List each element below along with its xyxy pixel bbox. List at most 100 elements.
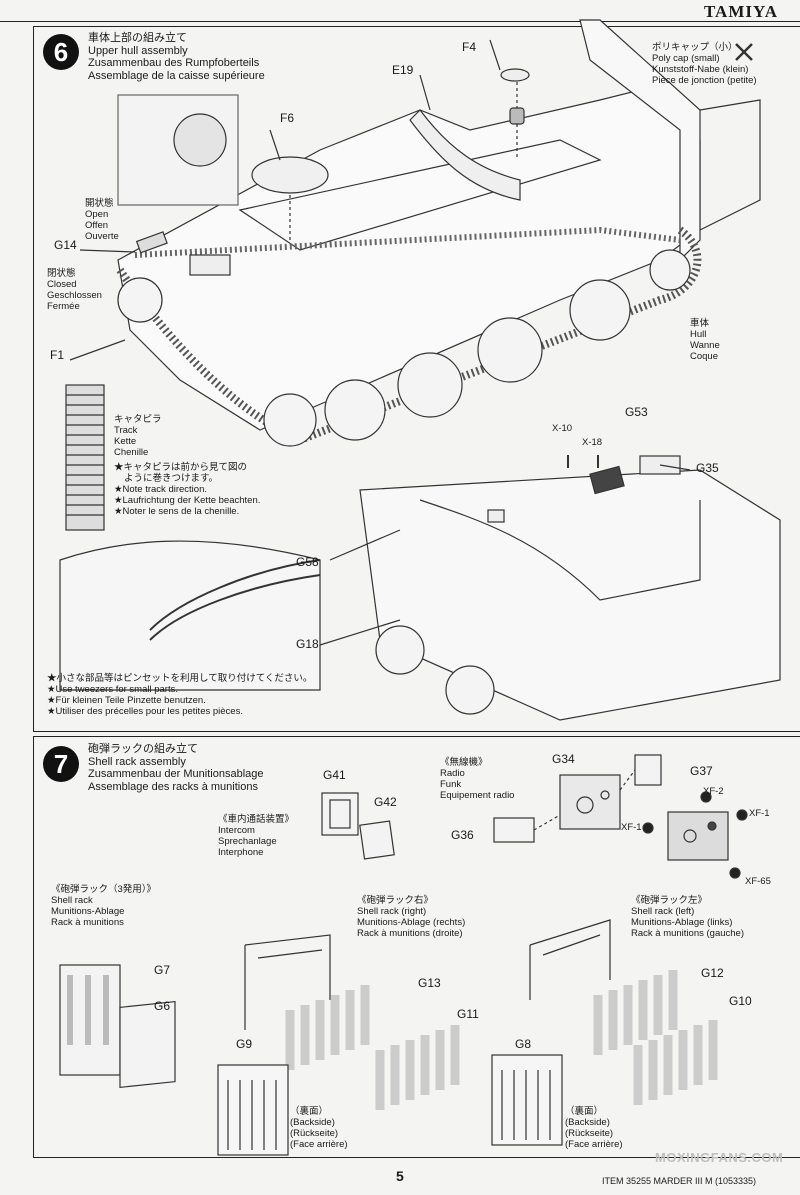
part-label-x18: X-18 — [582, 437, 603, 448]
step-7-number: 7 — [43, 746, 79, 782]
part-label-g42: G42 — [374, 795, 397, 809]
track-fr: Chenille — [114, 447, 149, 458]
part-label-g35: G35 — [696, 461, 719, 475]
closed-en: Closed — [47, 279, 77, 290]
part-label-g58: G58 — [296, 555, 319, 569]
road-wheel — [324, 379, 386, 441]
tweezer-note-fr: ★Utiliser des précelles pour les petites… — [47, 706, 243, 717]
step-6-title-en: Upper hull assembly — [88, 44, 188, 57]
header-rule — [0, 21, 800, 22]
backside-caption-left: （裏面） (Backside) (Rückseite) (Face arrièr… — [565, 1106, 623, 1150]
intercom-caption: 《車内通話装置》 Intercom Sprechanlage Interphon… — [218, 814, 294, 858]
closed-de: Geschlossen — [47, 290, 102, 301]
step-7-title-jp: 砲弾ラックの組み立て — [88, 743, 198, 755]
radio-caption: 《無線機》 Radio Funk Equipement radio — [440, 757, 514, 801]
rack3-en: Shell rack — [51, 895, 93, 906]
step-7-title: 砲弾ラックの組み立て Shell rack assembly Zusammenb… — [88, 743, 264, 793]
rack3-jp: 《砲弾ラック（3発用）》 — [51, 884, 157, 895]
backside-de: (Rückseite) — [565, 1128, 614, 1139]
rack-right-jp: 《砲弾ラック右》 — [357, 895, 434, 906]
paint-label-xf1-left: XF-1 — [621, 822, 642, 833]
tweezer-note-de: ★Für kleinen Teile Pinzette benutzen. — [47, 695, 206, 706]
intercom-de: Sprechanlage — [218, 836, 277, 847]
hull-jp: 車体 — [690, 318, 710, 329]
rack-right-de: Munitions-Ablage (rechts) — [357, 917, 466, 928]
part-label-g10: G10 — [729, 994, 752, 1008]
track-direction-note: ★キャタピラは前から見て図の ように巻きつけます。 ★Note track di… — [114, 462, 260, 517]
rack-left-en: Shell rack (left) — [631, 906, 695, 917]
rack-left-caption: 《砲弾ラック左》 Shell rack (left) Munitions-Abl… — [631, 895, 744, 939]
track-note-fr: ★Noter le sens de la chenille. — [114, 506, 240, 517]
closed-jp: 閉状態 — [47, 268, 76, 279]
part-label-g18: G18 — [296, 637, 319, 651]
paint-label-xf65: XF-65 — [745, 876, 771, 887]
backside-en: (Backside) — [290, 1117, 335, 1128]
page-number: 5 — [396, 1168, 404, 1184]
polycap-de: Kunststoff-Nabe (klein) — [652, 64, 749, 75]
watermark: MOXINGFANS.COM — [655, 1150, 784, 1165]
open-fr: Ouverte — [85, 231, 119, 242]
rack-left-jp: 《砲弾ラック左》 — [631, 895, 708, 906]
part-label-f4: F4 — [462, 40, 477, 54]
rack-right-caption: 《砲弾ラック右》 Shell rack (right) Munitions-Ab… — [357, 895, 465, 939]
road-wheel — [263, 393, 317, 447]
paint-label-xf1-right: XF-1 — [749, 808, 770, 819]
polycap-jp: ポリキャップ（小） — [652, 42, 738, 53]
brand-logo: TAMIYA — [703, 2, 778, 21]
part-label-g6: G6 — [154, 999, 171, 1013]
part-label-g13: G13 — [418, 976, 441, 990]
track-note-de: ★Laufrichtung der Kette beachten. — [114, 495, 261, 506]
polycap-en: Poly cap (small) — [652, 53, 720, 64]
step-6-title: 車体上部の組み立て Upper hull assembly Zusammenba… — [88, 32, 265, 82]
backside-de: (Rückseite) — [290, 1128, 339, 1139]
tweezer-note-jp: ★小さな部品等はピンセットを利用して取り付けてください。 — [47, 673, 313, 684]
intercom-jp: 《車内通話装置》 — [218, 814, 295, 825]
open-caption: 開状態 Open Offen Ouverte — [85, 198, 119, 242]
track-en: Track — [114, 425, 138, 436]
step-7-panel — [33, 736, 800, 1158]
radio-en: Radio — [440, 768, 465, 779]
intercom-en: Intercom — [218, 825, 255, 836]
backside-jp: （裏面） — [565, 1106, 604, 1117]
step-6-title-jp: 車体上部の組み立て — [88, 32, 187, 44]
radio-de: Funk — [440, 779, 462, 790]
part-label-g9: G9 — [236, 1037, 253, 1051]
polycap-fr: Pièce de jonction (petite) — [652, 75, 757, 86]
step-6-title-de: Zusammenbau des Rumpfoberteils — [88, 57, 260, 69]
hatch-f6 — [251, 156, 329, 194]
step-7-title-de: Zusammenbau der Munitionsablage — [88, 768, 264, 780]
rack3-caption: 《砲弾ラック（3発用）》 Shell rack Munitions-Ablage… — [51, 884, 156, 928]
item-number: ITEM 35255 MARDER III M (1053335) — [602, 1176, 757, 1186]
backside-en: (Backside) — [565, 1117, 610, 1128]
rack3-fr: Rack à munitions — [51, 917, 124, 928]
shell-rounds-left — [593, 970, 718, 1105]
rack3-de: Munitions-Ablage — [51, 906, 125, 917]
track-note-en: ★Note track direction. — [114, 484, 207, 495]
rack-right-fr: Rack à munitions (droite) — [357, 928, 463, 939]
rack-left-fr: Rack à munitions (gauche) — [631, 928, 744, 939]
track-de: Kette — [114, 436, 137, 447]
road-wheel — [649, 249, 691, 291]
hull-en: Hull — [690, 329, 707, 340]
hull-fr: Coque — [690, 351, 718, 362]
road-wheel — [569, 279, 631, 341]
radio-jp: 《無線機》 — [440, 757, 488, 768]
backside-fr: (Face arrière) — [290, 1139, 348, 1150]
part-label-x10: X-10 — [552, 423, 573, 434]
closed-fr: Fermée — [47, 301, 80, 312]
part-label-f1: F1 — [50, 348, 65, 362]
shell-rounds-right — [285, 985, 460, 1110]
part-label-e19: E19 — [392, 63, 414, 77]
part-label-g37: G37 — [690, 764, 713, 778]
open-jp: 開状態 — [85, 198, 114, 209]
road-wheel — [477, 317, 543, 383]
backside-fr: (Face arrière) — [565, 1139, 623, 1150]
step-7-title-en: Shell rack assembly — [88, 755, 186, 768]
tweezer-note: ★小さな部品等はピンセットを利用して取り付けてください。 ★Use tweeze… — [47, 673, 312, 717]
track-strip — [65, 384, 105, 531]
track-caption: キャタピラ Track Kette Chenille — [114, 414, 162, 458]
track-note-jp-2: ように巻きつけます。 — [124, 473, 219, 484]
part-label-f6: F6 — [280, 111, 295, 125]
